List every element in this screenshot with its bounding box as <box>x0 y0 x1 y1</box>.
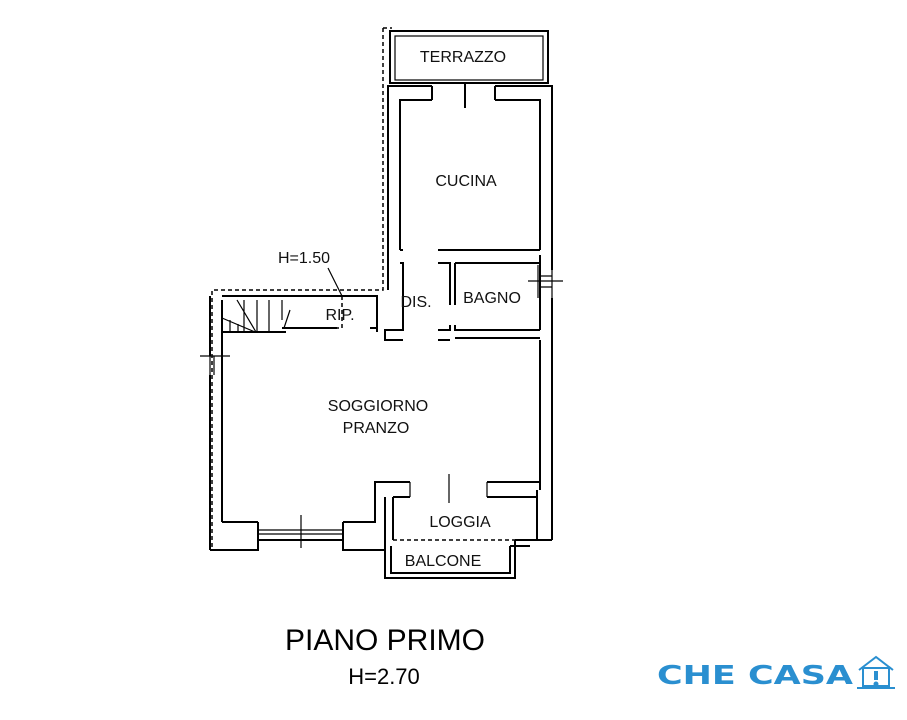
plan-title: PIANO PRIMO <box>285 624 485 657</box>
room-label-balcone: BALCONE <box>405 553 481 570</box>
room-label-dis: DIS. <box>400 294 431 311</box>
cucina-wall <box>387 85 553 270</box>
loggia-wall <box>392 497 552 541</box>
living-wall-left <box>209 332 223 550</box>
rip-height-line <box>337 296 343 329</box>
dis-wall <box>384 249 540 341</box>
loggia-door <box>409 474 488 503</box>
rip-height-label: H=1.50 <box>278 250 330 267</box>
floor-height: H=2.70 <box>348 664 420 689</box>
room-label-terrazzo: TERRAZZO <box>420 49 506 66</box>
right-wall <box>539 255 553 540</box>
logo-text: CHE CASA <box>657 661 853 691</box>
boundary-dashed <box>211 28 384 550</box>
living-window <box>258 515 343 548</box>
balcone-wall <box>384 539 537 579</box>
left-door-mark <box>200 355 230 375</box>
room-label-cucina: CUCINA <box>435 173 497 190</box>
cucina-door <box>431 82 496 108</box>
rip-leader <box>327 267 343 297</box>
bagno-wall <box>438 325 540 341</box>
bagno-window <box>528 265 563 298</box>
house-icon <box>857 655 895 689</box>
terrazzo-inner <box>394 35 544 81</box>
stairs <box>221 299 291 333</box>
room-label-loggia: LOGGIA <box>429 514 491 531</box>
room-label-soggiorno: SOGGIORNO <box>328 398 428 415</box>
room-label-rip: RIP. <box>325 307 354 324</box>
room-label-pranzo: PRANZO <box>343 420 410 437</box>
logo: CHE CASA <box>657 655 895 691</box>
terrazzo-wall <box>389 30 549 84</box>
room-label-bagno: BAGNO <box>463 290 521 307</box>
